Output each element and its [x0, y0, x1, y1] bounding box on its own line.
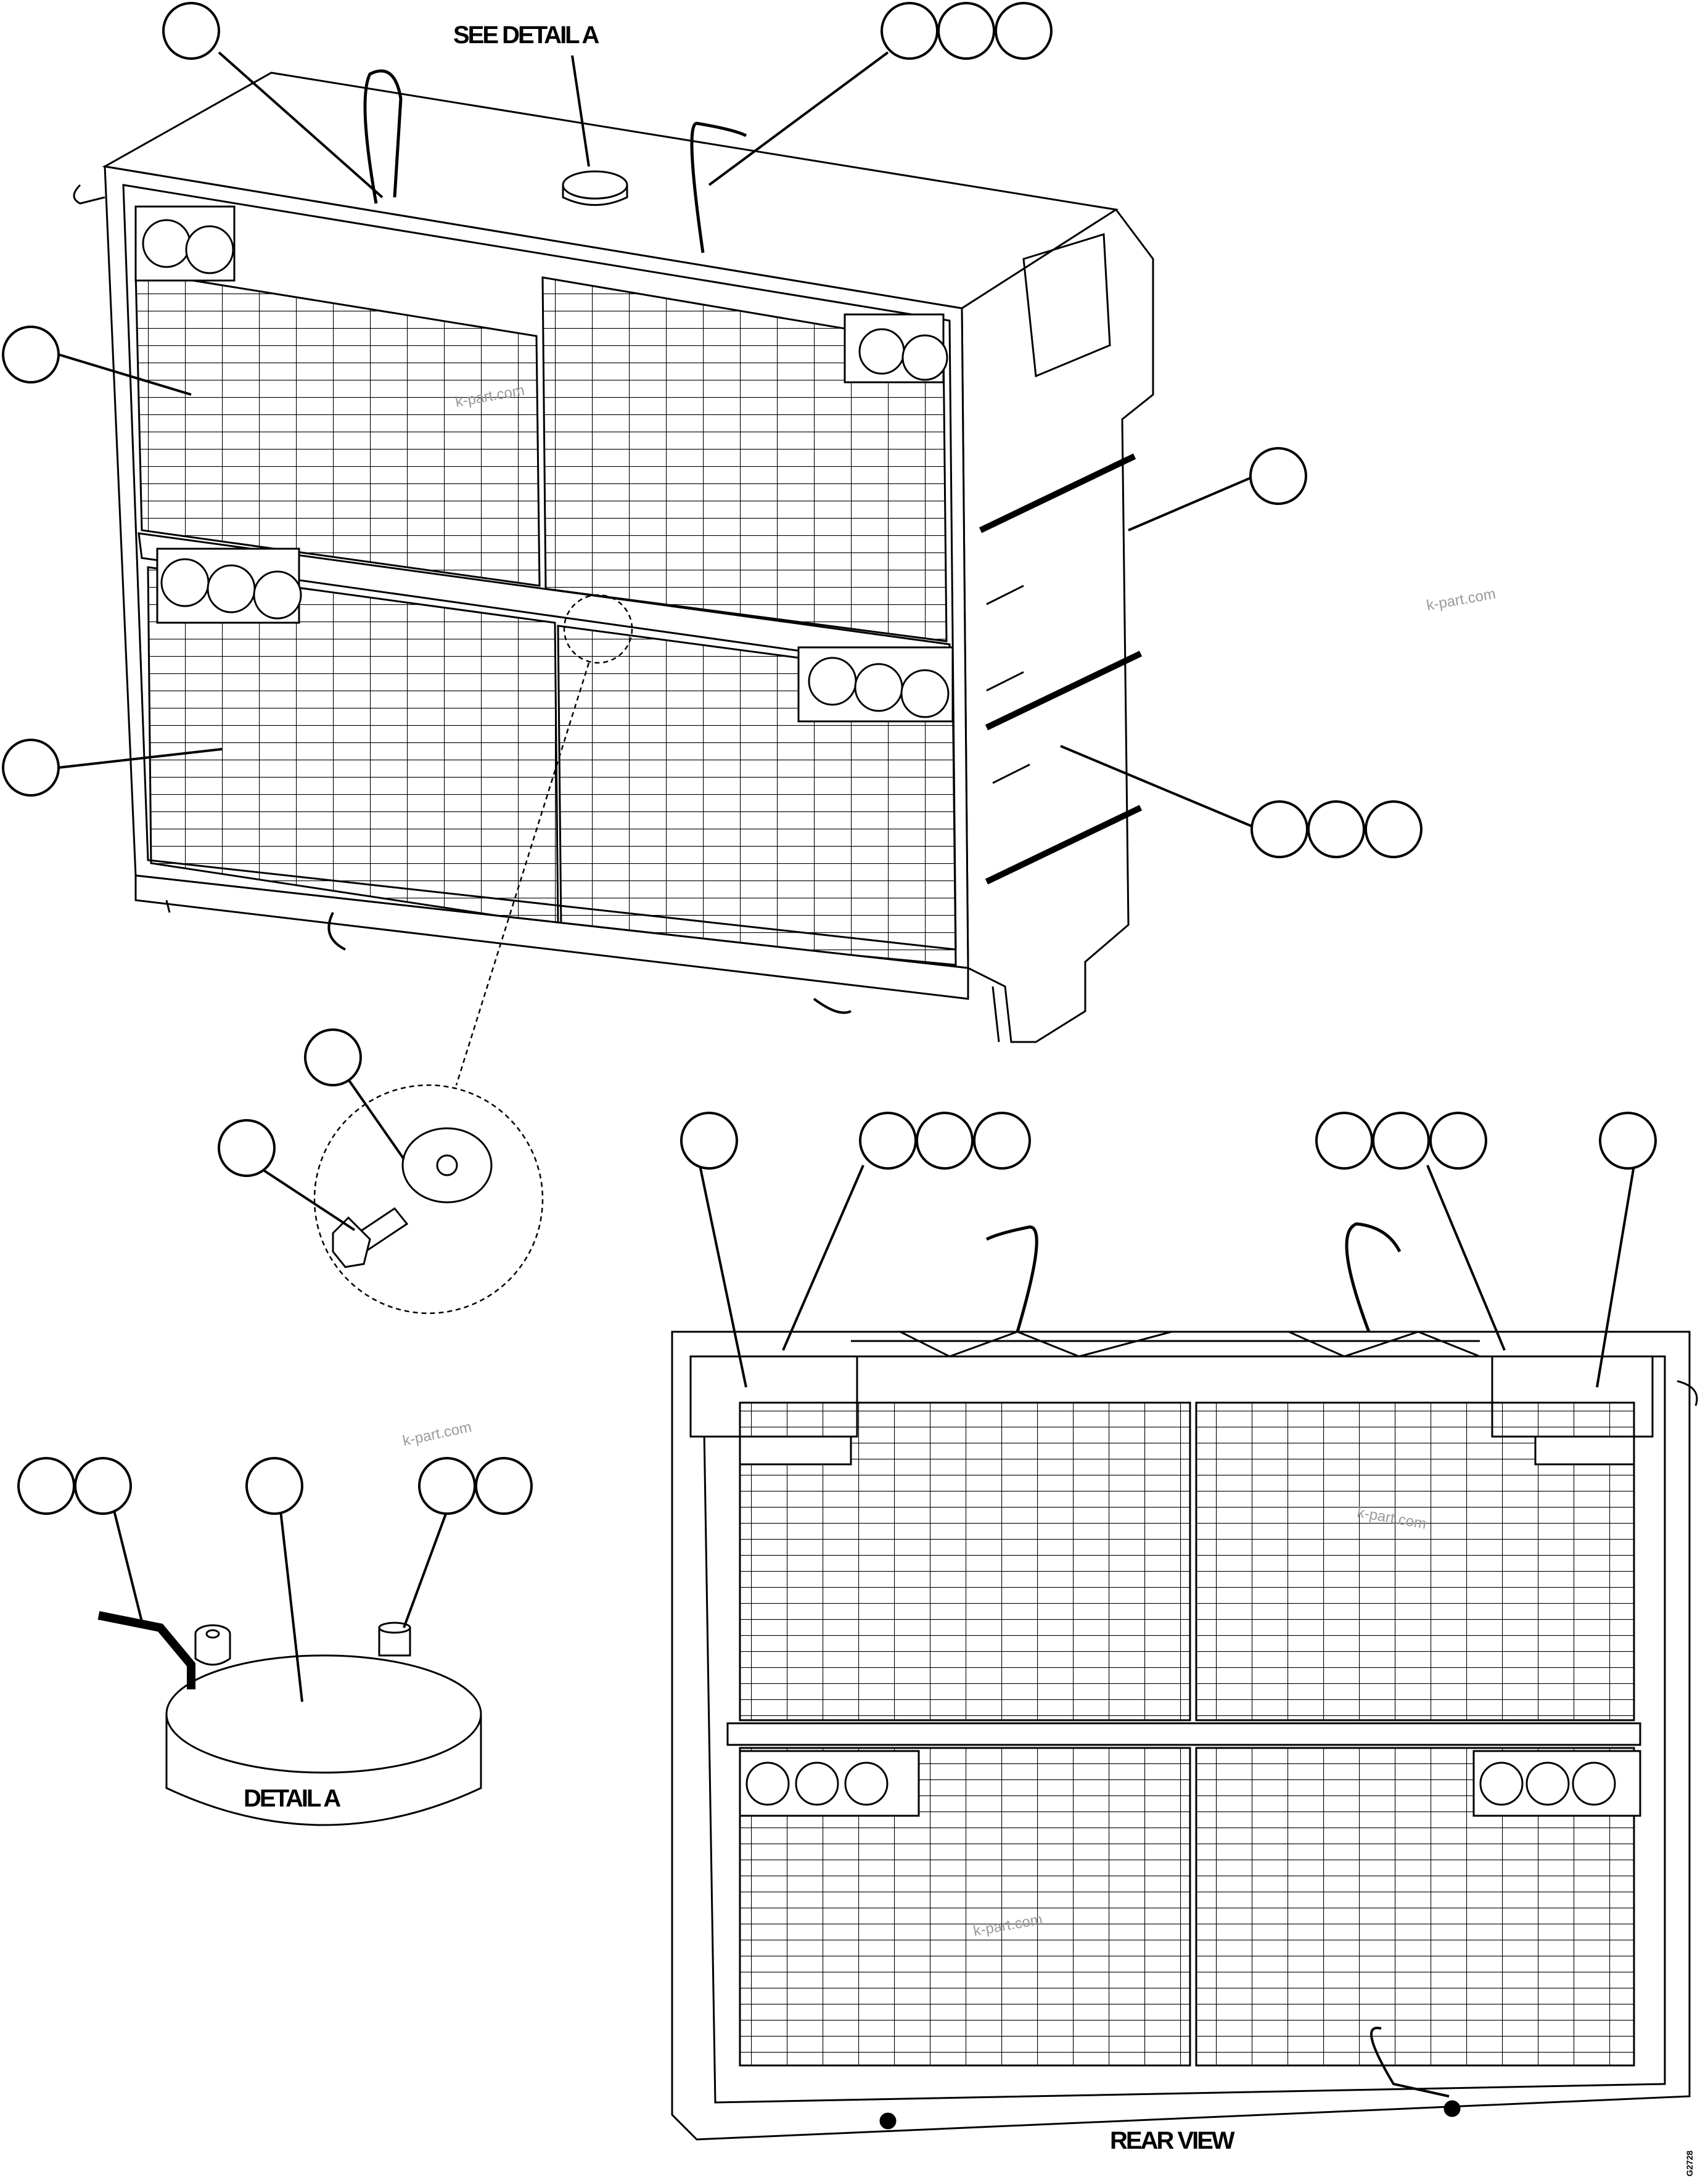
watermark: k-part.com	[401, 1419, 473, 1450]
callout-balloon	[475, 1457, 533, 1515]
callout-balloon	[2, 326, 60, 383]
radiator-side-panel	[961, 208, 1154, 1043]
callout-balloon	[1429, 1112, 1487, 1170]
detail-magnifier	[313, 594, 633, 1315]
callout-balloon	[1250, 800, 1308, 858]
callout-balloon	[1249, 447, 1307, 505]
hose-right	[690, 121, 747, 253]
callout-balloon	[74, 1457, 132, 1515]
callout-balloon	[1307, 800, 1365, 858]
callout-leaders	[58, 51, 1635, 1702]
callout-balloon	[218, 1119, 276, 1177]
callout-balloon	[418, 1457, 476, 1515]
callout-balloon	[859, 1112, 917, 1170]
front-view	[73, 69, 1154, 1043]
callout-balloon	[162, 2, 220, 60]
callout-balloon	[1315, 1112, 1373, 1170]
callout-balloon	[680, 1112, 738, 1170]
drawing-code: G2728	[1685, 2151, 1694, 2176]
rear-view-caption: REAR VIEW	[1110, 2127, 1235, 2154]
callout-balloon	[1365, 800, 1423, 858]
rear-plug-group	[739, 1435, 1641, 1817]
callout-balloon	[916, 1112, 974, 1170]
callout-balloons	[2, 2, 1657, 1515]
callout-balloon	[1599, 1112, 1657, 1170]
callout-balloon	[1372, 1112, 1430, 1170]
callout-balloon	[937, 2, 995, 60]
rear-crossbar	[726, 1722, 1641, 1746]
see-detail-caption: SEE DETAIL A	[453, 22, 599, 49]
tank-pipe	[97, 1611, 195, 1689]
detail-a-caption: DETAIL A	[244, 1785, 340, 1812]
grill-upper-left	[134, 270, 541, 587]
hose-left	[363, 69, 403, 204]
washer	[401, 1127, 493, 1204]
filler-cap-top	[562, 170, 628, 200]
callout-balloon	[304, 1028, 362, 1086]
callout-balloon	[2, 739, 60, 797]
watermark: k-part.com	[1425, 586, 1497, 614]
callout-balloon	[881, 2, 938, 60]
front-plug-group	[134, 205, 954, 723]
rear-hose-left	[985, 1225, 1038, 1332]
rear-grill-lower-right	[1195, 1747, 1635, 2067]
callout-balloon	[973, 1112, 1031, 1170]
rear-grill-lower-left	[739, 1747, 1191, 2067]
rear-grill-upper-right	[1195, 1401, 1635, 1721]
detail-a-tank	[97, 1611, 482, 1826]
rear-grill-upper-left	[739, 1401, 1191, 1721]
callout-balloon	[245, 1457, 303, 1515]
callout-balloon	[17, 1457, 75, 1515]
rear-hose-right	[1345, 1222, 1402, 1332]
callout-balloon	[995, 2, 1053, 60]
bolt	[332, 1207, 409, 1268]
rear-view	[671, 1222, 1698, 2141]
